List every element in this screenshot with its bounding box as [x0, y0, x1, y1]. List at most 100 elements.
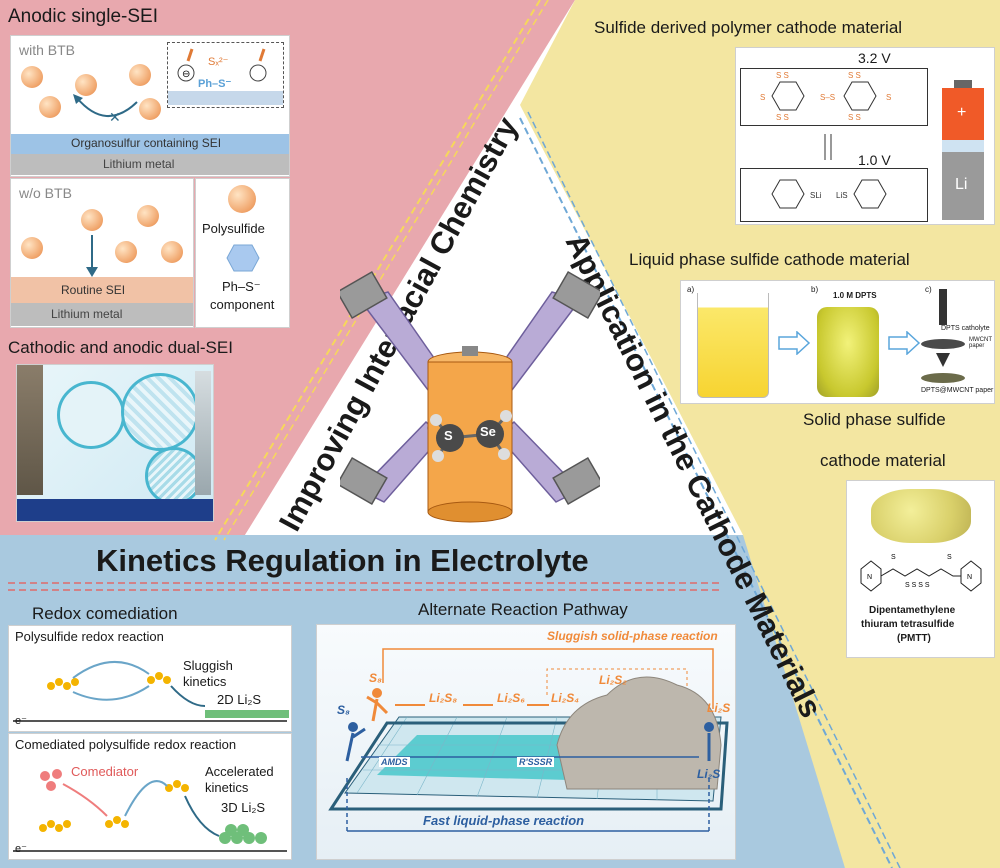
polymer-panel: 3.2 V S S–S S S S S S S S S S 1.0 V SLi …	[735, 47, 995, 225]
li2s8-label: Li₂S₈	[429, 691, 458, 705]
pmtt-name-1: Dipentamethylene	[869, 605, 956, 616]
redox-panel-1: Polysulfide redox reaction Sluggish kine…	[8, 625, 292, 732]
pipette	[939, 289, 947, 325]
s8-label-left: S₈	[337, 703, 350, 717]
fast-reaction-label: Fast liquid-phase reaction	[423, 813, 585, 828]
polysulfide-ball	[81, 209, 103, 231]
li2s-2d-label: 2D Li₂S	[217, 692, 262, 707]
with-btb-label: with BTB	[19, 42, 76, 58]
battery-plus: +	[957, 104, 967, 121]
accelerated-label-1: Accelerated	[205, 764, 274, 779]
svg-text:⊖: ⊖	[182, 69, 190, 80]
ph-s-legend-icon	[226, 244, 260, 272]
electron-label-1: e⁻	[15, 715, 27, 727]
routine-sei-label: Routine SEI	[61, 283, 126, 297]
polysulfide-legend-icon	[228, 185, 256, 213]
polysulfide-ball	[75, 74, 97, 96]
down-arrow-c	[936, 353, 950, 367]
polymer-reduced-box	[740, 168, 928, 222]
polysulfide-ball	[137, 205, 159, 227]
organosulfur-sei-layer	[11, 134, 289, 154]
atom-s-label: S	[444, 428, 453, 443]
battery-cap	[954, 80, 972, 88]
s8-label-top: S₈	[369, 671, 382, 685]
polysulfide-ball	[161, 241, 183, 263]
svg-text:LiS: LiS	[836, 191, 848, 200]
pmtt-structure: N N S S S S S S	[860, 554, 982, 592]
mwcnt-label: MWCNT paper	[969, 337, 992, 349]
svg-text:S S: S S	[776, 113, 789, 122]
atom-se-label: Se	[480, 424, 496, 439]
comediated-cycle	[39, 769, 267, 844]
svg-text:✕: ✕	[109, 109, 121, 125]
catholyte-label: DPTS catholyte	[941, 325, 990, 332]
divider-dashed-right	[519, 117, 893, 868]
legend-ph-s: Ph–S⁻	[222, 279, 261, 294]
li2s-2d-film	[205, 710, 289, 718]
dual-sei-title: Cathodic and anodic dual-SEI	[8, 338, 233, 357]
lithium-layer	[11, 154, 289, 175]
svg-text:N: N	[967, 574, 972, 581]
accelerated-label-2: kinetics	[205, 780, 249, 795]
down-arrow	[86, 235, 98, 277]
battery-cathode	[942, 88, 984, 140]
molecule-legend-bar	[17, 499, 213, 521]
comediator-label: Comediator	[71, 764, 139, 779]
li2s4-label: Li₂S₄	[551, 691, 580, 705]
pmtt-name-2: thiuram tetrasulfide	[861, 619, 955, 630]
step-b-label: b)	[811, 285, 819, 294]
voltage-high: 3.2 V	[858, 50, 891, 66]
sluggish-reaction-label: Sluggish solid-phase reaction	[547, 629, 718, 643]
divider-dashed-left	[214, 0, 541, 541]
lithium-label-1: Lithium metal	[103, 157, 175, 171]
redox-p2-title: Comediated polysulfide redox reaction	[15, 737, 237, 752]
redox-panel-2: Comediated polysulfide redox reaction Co…	[8, 733, 292, 860]
section-title-kinetics: Kinetics Regulation in Electrolyte	[96, 543, 589, 578]
legend-polysulfide: Polysulfide	[202, 221, 265, 236]
svg-text:S S: S S	[776, 71, 789, 80]
battery-separator	[942, 140, 984, 152]
zoom-circle-2	[121, 373, 199, 451]
dpts-label: 1.0 M DPTS	[833, 291, 877, 300]
polysulfide-ball	[129, 64, 151, 86]
sei-zoom-inset: Sₓ²⁻ Ph–S⁻ ⊖	[167, 42, 284, 108]
lithium-layer-2	[11, 303, 193, 326]
polysulfide-ball	[21, 237, 43, 259]
white-triangle	[245, 105, 743, 535]
svg-text:S: S	[891, 554, 896, 561]
s-se-molecule	[430, 410, 512, 462]
li2s-label-bottom: Li₂S	[697, 767, 721, 781]
rsssr-label: R'SSSR	[517, 757, 555, 767]
li2s-3d-label: 3D Li₂S	[221, 800, 266, 815]
polysulfide-ball	[115, 241, 137, 263]
pathway-title: Alternate Reaction Pathway	[418, 600, 628, 619]
solid-title-1: Solid phase sulfide	[803, 410, 946, 429]
amds-label: AMDS	[379, 757, 410, 767]
divider-dashed-left-2	[223, 0, 549, 541]
composite-label: DPTS@MWCNT paper	[921, 387, 994, 394]
pmtt-powder	[871, 489, 971, 543]
svg-text:S–S: S–S	[820, 93, 835, 102]
electron-label-2: e⁻	[15, 843, 27, 855]
li2s6-label: Li₂S₆	[497, 691, 526, 705]
solid-panel: N N S S S S S S Dipentamethylene thiuram…	[846, 480, 995, 658]
wo-btb-label: w/o BTB	[19, 185, 72, 201]
routine-sei-layer	[11, 277, 193, 303]
anodic-with-btb-panel: with BTB ✕ Sₓ²⁻ Ph–S⁻ ⊖ Organosulfur con…	[10, 35, 290, 177]
svg-text:S: S	[886, 93, 891, 102]
redox-p1-title: Polysulfide redox reaction	[15, 629, 164, 644]
li2s-label-top: Li₂S	[707, 701, 731, 715]
svg-text:N: N	[867, 574, 872, 581]
blocked-arrow: ✕	[73, 94, 138, 125]
svg-text:S S: S S	[848, 113, 861, 122]
anodic-wo-btb-panel: w/o BTB Routine SEI Lithium metal	[10, 178, 194, 328]
step-c-label: c)	[925, 285, 932, 294]
svg-text:S: S	[947, 554, 952, 561]
anode-strip	[195, 371, 211, 495]
polymer-title: Sulfide derived polymer cathode material	[594, 18, 903, 37]
cell-terminal	[462, 346, 478, 356]
sluggish-label-2: kinetics	[183, 674, 227, 689]
polysulfide-ball	[139, 98, 161, 120]
polysulfide-ball	[39, 96, 61, 118]
cell-bottom	[427, 501, 513, 523]
